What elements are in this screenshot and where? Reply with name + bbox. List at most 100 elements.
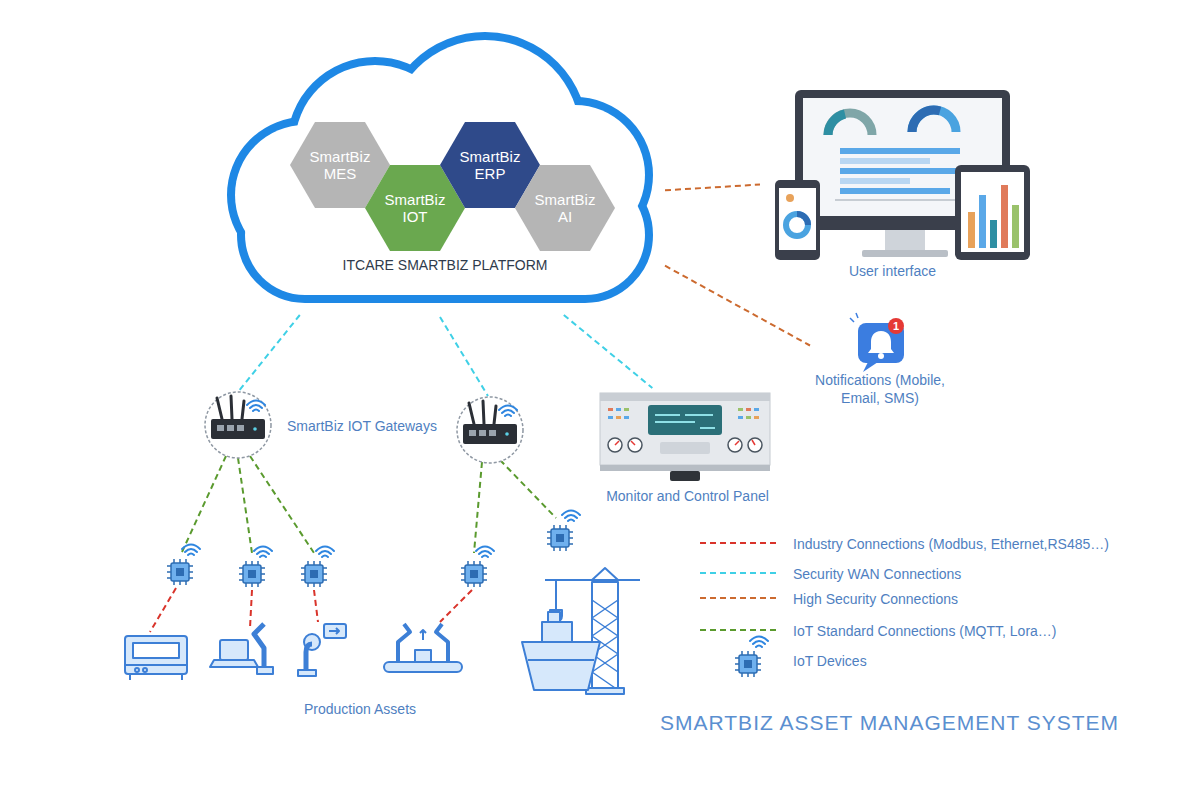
group-label: Production Assets	[290, 701, 430, 719]
gateway-icon	[205, 392, 271, 458]
user-interface-devices	[840, 148, 960, 154]
user-interface-devices	[1012, 205, 1019, 248]
node-label: Notifications (Mobile, Email, SMS)	[810, 372, 950, 407]
legend-sample	[700, 629, 778, 631]
user-interface-devices	[990, 220, 997, 248]
iot-wire	[474, 462, 482, 553]
control-panel	[624, 416, 629, 419]
ship-and-crane	[522, 642, 600, 690]
ship-and-crane	[542, 622, 572, 642]
ship-and-crane	[545, 568, 640, 580]
user-interface-devices	[840, 158, 930, 164]
iot-wire	[182, 456, 226, 552]
user-interface-devices	[862, 250, 948, 257]
control-panel	[600, 393, 770, 465]
control-panel	[670, 471, 700, 481]
control-panel	[648, 405, 722, 435]
legend-sample	[735, 637, 768, 678]
module-name: SmartBiz MES	[302, 148, 378, 183]
production-asset	[133, 643, 179, 658]
wan-connection	[238, 315, 300, 392]
legend-sample	[700, 542, 778, 544]
user-interface-devices	[775, 90, 1030, 260]
module-hexagon: SmartBiz AI	[515, 165, 615, 251]
control-panel	[600, 393, 770, 401]
control-panel	[754, 408, 759, 411]
industry-wire	[150, 588, 176, 632]
control-panel	[600, 465, 770, 471]
cloud-outline	[235, 40, 645, 295]
production-asset	[254, 624, 264, 668]
module-name: SmartBiz IOT	[377, 191, 453, 226]
control-panel	[746, 416, 751, 419]
control-panel	[738, 408, 743, 411]
production-asset	[298, 624, 346, 676]
module-name: SmartBiz AI	[527, 191, 603, 226]
wan-wire	[440, 317, 488, 396]
wan-connection	[564, 315, 653, 388]
legend-sample	[700, 572, 778, 574]
production-asset	[125, 664, 187, 666]
notifications: Notifications (Mobile, Email, SMS)	[810, 318, 950, 428]
user-interface: User interface	[760, 80, 1025, 285]
notification-bell	[888, 318, 904, 334]
production-asset	[125, 636, 187, 680]
user-interface-devices	[786, 214, 808, 236]
control-panel	[624, 408, 629, 411]
iot-wire	[182, 456, 556, 553]
control-panel	[608, 416, 613, 419]
ship-and-crane	[528, 659, 594, 661]
production-asset	[257, 667, 273, 674]
control-panel	[655, 415, 715, 428]
iot-wire	[250, 456, 314, 553]
iot-device-icon	[167, 545, 200, 586]
legend-entry: IoT Devices	[793, 652, 867, 670]
production-asset	[329, 628, 339, 634]
user-interface-devices	[885, 228, 925, 252]
user-interface-devices	[840, 178, 910, 184]
hexagon-shape	[515, 165, 615, 251]
user-interface-devices	[840, 188, 950, 194]
production-asset	[384, 662, 462, 672]
control-panel: Monitor and Control Panel	[595, 388, 780, 510]
legend-text: Security WAN Connections	[793, 566, 961, 582]
notification-bell	[868, 331, 894, 353]
production-asset	[415, 650, 431, 662]
user-interface-devices	[779, 188, 816, 250]
node-label: Monitor and Control Panel	[595, 488, 780, 506]
legend-entry: Security WAN Connections	[793, 565, 961, 583]
ship-and-crane	[592, 582, 618, 690]
badge-number: 1	[888, 318, 904, 334]
control-panel	[660, 442, 710, 454]
control-panel	[738, 416, 743, 419]
ship-and-crane	[548, 612, 560, 622]
high-security-connection	[665, 185, 760, 191]
legend-sample	[700, 597, 778, 599]
user-interface-devices	[775, 180, 820, 260]
user-interface-devices	[797, 214, 808, 225]
notification-bell	[850, 313, 858, 322]
legend-entry: IoT Standard Connections (MQTT, Lora…)	[793, 622, 1057, 640]
ship-and-crane	[522, 568, 640, 694]
industry-wire	[250, 590, 252, 628]
user-interface-devices	[828, 113, 872, 135]
production-asset	[220, 640, 248, 660]
cloud-outline	[235, 40, 645, 295]
notification-bell	[863, 362, 878, 372]
notification-bell	[878, 353, 884, 359]
legend-text: Industry Connections (Modbus, Ethernet,R…	[793, 536, 1109, 552]
control-panel	[754, 416, 759, 419]
high-security-connection	[665, 266, 810, 346]
diagram-title: SMARTBIZ ASSET MANAGEMENT SYSTEM	[660, 711, 1119, 735]
production-asset	[210, 624, 273, 674]
production-asset	[306, 644, 312, 672]
platform-cloud: SmartBiz MESSmartBiz IOTSmartBiz ERPSmar…	[225, 25, 665, 315]
iot-device-icon	[461, 547, 494, 588]
legend-entry: Industry Connections (Modbus, Ethernet,R…	[793, 535, 1109, 553]
iot-device-icon	[301, 547, 334, 588]
control-panel	[600, 393, 770, 481]
production-asset	[210, 660, 258, 667]
user-interface-devices	[979, 195, 986, 248]
production-asset	[420, 630, 426, 640]
